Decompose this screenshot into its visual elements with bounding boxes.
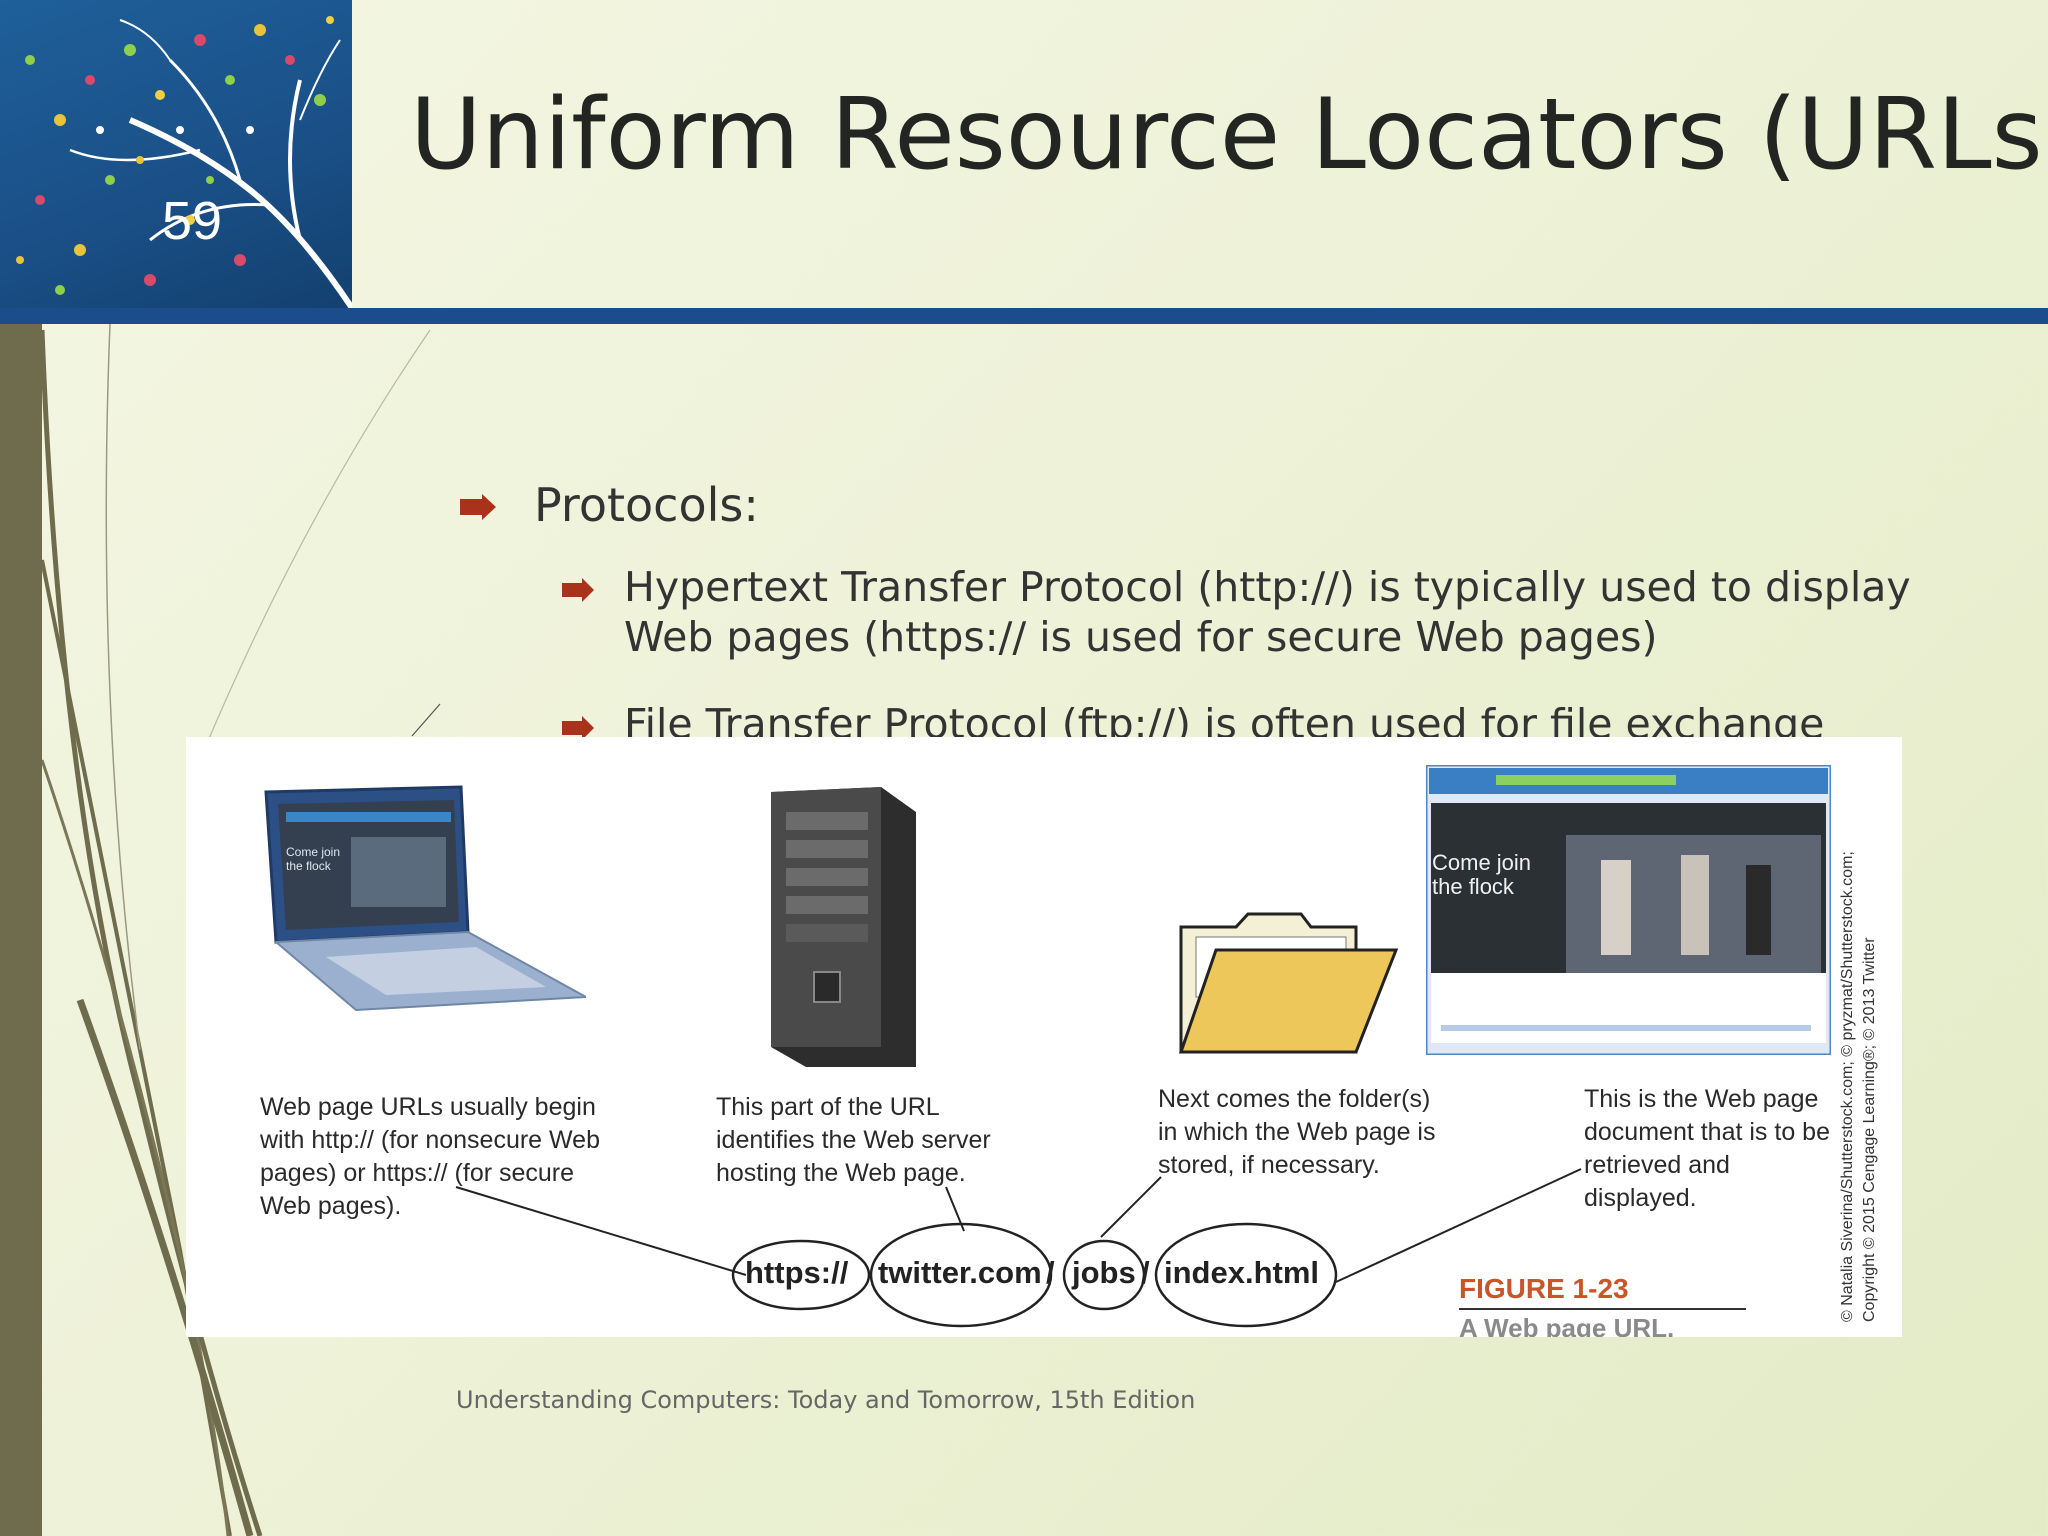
url-part-folder: jobs	[1072, 1255, 1136, 1290]
bullet-arrow-icon	[562, 578, 594, 602]
slide-number: 59	[162, 191, 223, 251]
title-underline-bar	[0, 308, 2048, 324]
url-separator: /	[1141, 1255, 1150, 1290]
image-credit-line2: Copyright © 2015 Cengage Learning®; © 20…	[1861, 937, 1878, 1322]
caption-server: This part of the URL identifies the Web …	[716, 1093, 991, 1187]
slide-footer: Understanding Computers: Today and Tomor…	[456, 1386, 1196, 1414]
corner-tree-logo	[0, 0, 352, 308]
url-figure: Come join the flock Come join the flock	[186, 737, 1902, 1337]
bullet-arrow-icon	[460, 494, 496, 520]
url-part-domain: twitter.com	[878, 1255, 1042, 1290]
caption-folder: Next comes the folder(s) in which the We…	[1158, 1085, 1436, 1179]
image-credit-line1: © Natalia Siverina/Shutterstock.com; © p…	[1839, 851, 1856, 1322]
left-side-band	[0, 324, 42, 1536]
webpage-screen-text: Come join the flock	[1432, 850, 1532, 899]
url-part-file: index.html	[1164, 1255, 1320, 1290]
slide-title: Uniform Resource Locators (URLs)	[410, 78, 2048, 192]
url-connector-lines	[455, 1168, 1746, 1328]
caption-document: This is the Web page document that is to…	[1584, 1085, 1830, 1212]
url-separator: /	[1046, 1255, 1055, 1290]
bullet-protocols: Protocols:	[534, 478, 759, 532]
laptop-screen-text: Come join the flock	[286, 845, 341, 873]
figure-title: A Web page URL.	[1459, 1313, 1675, 1337]
tree-graphic	[16, 16, 352, 308]
laptop-image	[264, 785, 586, 1012]
bullet-arrow-icon	[562, 716, 594, 740]
caption-protocol: Web page URLs usually begin with http://…	[260, 1093, 600, 1220]
url-part-protocol: https://	[745, 1255, 849, 1290]
bullet-http: Hypertext Transfer Protocol (http://) is…	[624, 563, 1911, 661]
webpage-screenshot-image	[1426, 765, 1831, 1055]
figure-label: FIGURE 1-23	[1459, 1273, 1629, 1304]
folder-icon	[1178, 912, 1399, 1054]
server-tower-image	[771, 787, 916, 1067]
